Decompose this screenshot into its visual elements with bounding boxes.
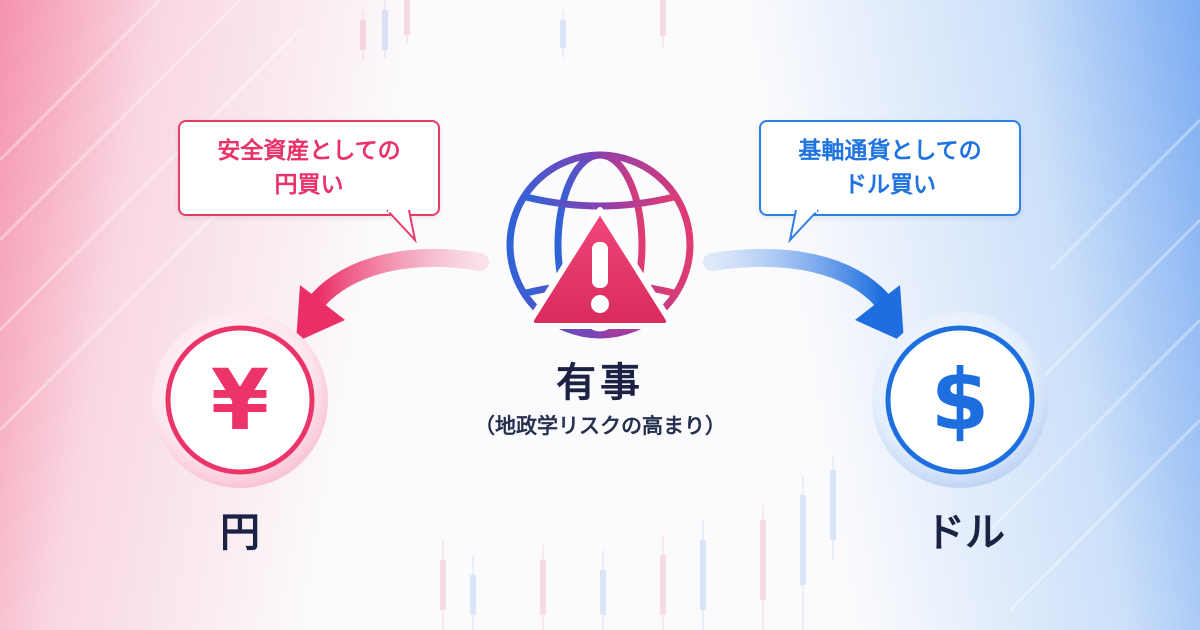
dollar-label: ドル <box>925 510 1005 556</box>
event-subtitle: （地政学リスクの高まり） <box>474 414 726 438</box>
arrow-right-icon <box>703 248 904 342</box>
warning-icon <box>527 207 673 329</box>
yen-label: 円 <box>220 510 260 556</box>
yen-coin-icon <box>152 312 328 488</box>
dollar-bubble-tail <box>788 209 819 244</box>
yen-bubble-line2: 円買い <box>274 172 344 198</box>
event-title: 有事 <box>556 360 644 406</box>
candlestick-decoration-top <box>360 0 666 60</box>
dollar-bubble-line1: 基軸通貨としての <box>798 138 982 164</box>
candlestick-decoration-bottom <box>440 455 836 630</box>
yen-bubble-tail <box>386 209 417 244</box>
dollar-reason-bubble: 基軸通貨としての ドル買い <box>759 120 1021 216</box>
yen-reason-bubble: 安全資産としての 円買い <box>178 120 440 216</box>
dollar-bubble-line2: ドル買い <box>844 172 936 198</box>
dollar-coin-icon <box>872 312 1048 488</box>
dollar-symbol: $ <box>930 351 990 449</box>
yen-bubble-line1: 安全資産としての <box>217 138 401 164</box>
background-pink-gradient <box>0 0 420 630</box>
yen-symbol: ¥ <box>210 351 270 449</box>
arrow-left-icon <box>296 248 489 342</box>
